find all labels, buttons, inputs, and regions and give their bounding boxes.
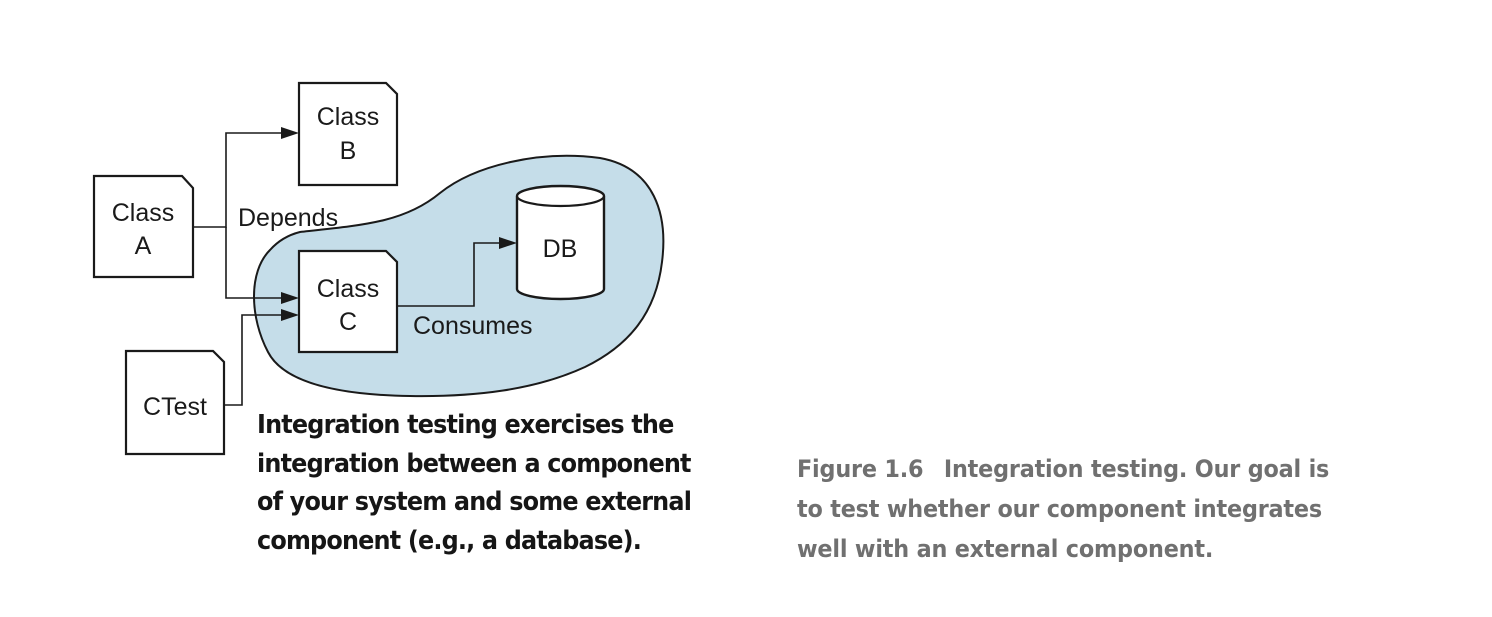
class-a-to-class-b-line (193, 132, 282, 228)
class-a-box: Class A (92, 174, 195, 279)
db-cylinder: DB (515, 184, 606, 301)
callout-text: Integration testing exercises the integr… (257, 410, 692, 556)
ctest-to-class-c-line (225, 314, 282, 406)
class-b-label-line1: Class (317, 103, 380, 131)
class-c-label-line2: C (339, 308, 357, 336)
db-label: DB (543, 235, 578, 263)
figure-caption-text: Integration testing. Our goal is to test… (797, 455, 1330, 563)
class-c-depends-arrowhead (281, 292, 299, 304)
class-c-test-arrowhead (281, 309, 299, 321)
depends-label: Depends (238, 204, 338, 232)
ctest-label: CTest (143, 393, 207, 421)
class-a-to-class-c-line (225, 227, 282, 299)
class-c-box: Class C (297, 249, 399, 354)
class-b-label-line2: B (340, 137, 357, 165)
consumes-label: Consumes (413, 312, 533, 340)
class-b-arrowhead (281, 127, 299, 139)
class-b-box: Class B (297, 81, 399, 187)
db-arrowhead (499, 237, 517, 249)
class-c-to-db-line (398, 242, 500, 307)
class-c-label-line1: Class (317, 275, 380, 303)
class-a-label-line1: Class (112, 199, 175, 227)
figure-number: Figure 1.6 (797, 455, 924, 483)
class-a-label-line2: A (135, 232, 152, 260)
ctest-box: CTest (124, 349, 226, 456)
connectors (193, 127, 517, 406)
